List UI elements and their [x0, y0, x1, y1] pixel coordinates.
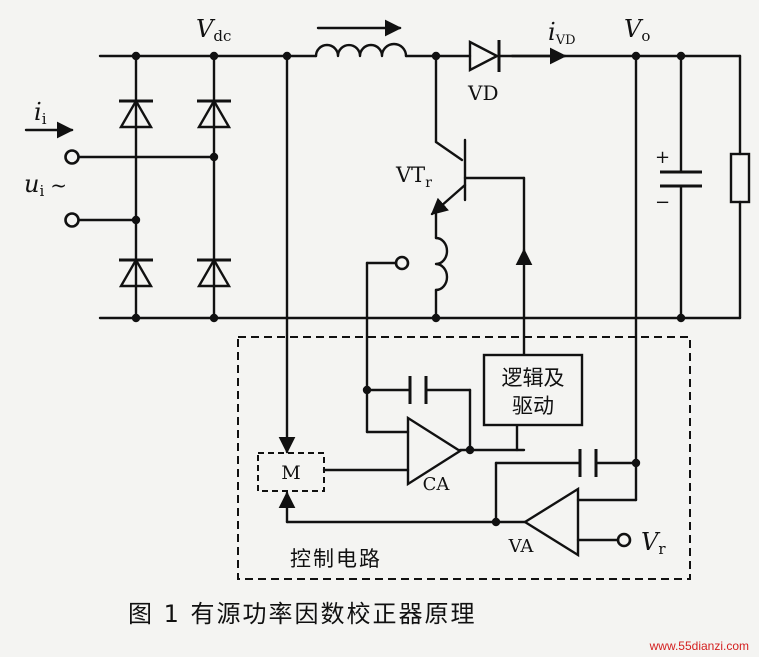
ca-capacitor	[408, 376, 428, 404]
label-vo: Vo	[624, 15, 650, 45]
figure-caption: 图 1 有源功率因数校正器原理	[128, 600, 477, 628]
switch-transistor	[430, 54, 533, 357]
bottom-rail	[98, 200, 742, 320]
output-capacitor	[660, 54, 702, 320]
control-wiring	[285, 54, 638, 542]
junction-dots	[131, 51, 686, 527]
label-m: M	[281, 462, 300, 484]
boost-inductor	[314, 19, 408, 58]
multiplier-block	[257, 452, 325, 492]
sense-terminal	[394, 255, 410, 271]
current-sense-coil	[434, 212, 449, 320]
bridge-rectifier	[118, 54, 232, 320]
current-amplifier-ca	[406, 415, 463, 487]
watermark: www.55dianzi.com	[649, 639, 749, 653]
control-circuit-label: 控制电路	[290, 547, 382, 571]
logic-block-line1: 逻辑及	[502, 366, 565, 390]
bridge-diode-2	[196, 98, 232, 129]
va-capacitor	[578, 449, 598, 477]
control-circuit-box	[237, 336, 691, 580]
top-rail	[98, 54, 742, 156]
input-terminal-top	[64, 149, 80, 165]
reference-terminal	[616, 532, 632, 548]
voltage-amplifier-va	[522, 486, 580, 558]
label-vd: VD	[467, 81, 498, 105]
label-va: VA	[508, 536, 535, 557]
label-vtr: VTr	[395, 163, 432, 191]
input-terminal-bottom	[64, 212, 80, 228]
output-diode	[468, 40, 501, 72]
load-resistor	[729, 152, 751, 204]
ac-input	[24, 121, 216, 228]
label-vr: Vr	[641, 528, 666, 558]
logic-block-line2: 驱动	[512, 394, 554, 418]
label-vdc: Vdc	[196, 15, 231, 45]
label-ii: ii	[34, 98, 47, 128]
bridge-diode-1	[118, 98, 154, 129]
label-ui: ui~	[24, 170, 67, 200]
bridge-diode-4	[196, 257, 232, 288]
label-ca: CA	[423, 474, 451, 495]
logic-drive-block	[482, 353, 584, 427]
bridge-diode-3	[118, 257, 154, 288]
label-ivd: iVD	[548, 18, 576, 48]
label-plus: +	[655, 147, 670, 168]
label-minus: −	[655, 192, 670, 213]
